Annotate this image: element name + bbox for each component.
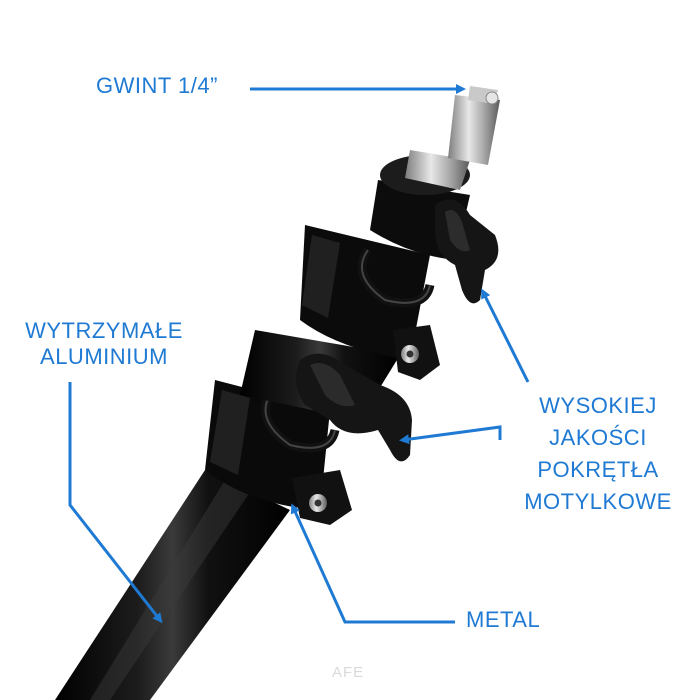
watermark: AFE bbox=[332, 664, 365, 681]
lower-butterfly-knob bbox=[296, 353, 412, 462]
aluminium-arrow bbox=[68, 382, 163, 624]
knob-arrow-upper bbox=[481, 288, 530, 383]
aluminium-label: WYTRZYMAŁE ALUMINIUM bbox=[25, 318, 183, 370]
metal-label: METAL bbox=[466, 607, 541, 632]
knob-arrow-lower bbox=[399, 425, 502, 445]
lower-tube bbox=[55, 470, 290, 700]
butterfly-knobs-label: WYSOKIEJ JAKOŚCI POKRĘTŁA MOTYLKOWE bbox=[524, 393, 672, 514]
annotation-arrows bbox=[68, 84, 530, 624]
metal-arrow bbox=[290, 503, 455, 624]
upper-screw-block bbox=[393, 325, 440, 380]
thread-label: GWINT 1/4” bbox=[96, 73, 218, 98]
lower-screw-block bbox=[292, 470, 352, 525]
upper-butterfly-knob bbox=[435, 199, 499, 304]
thread-spigot bbox=[405, 86, 500, 190]
middle-clamp bbox=[300, 225, 435, 360]
